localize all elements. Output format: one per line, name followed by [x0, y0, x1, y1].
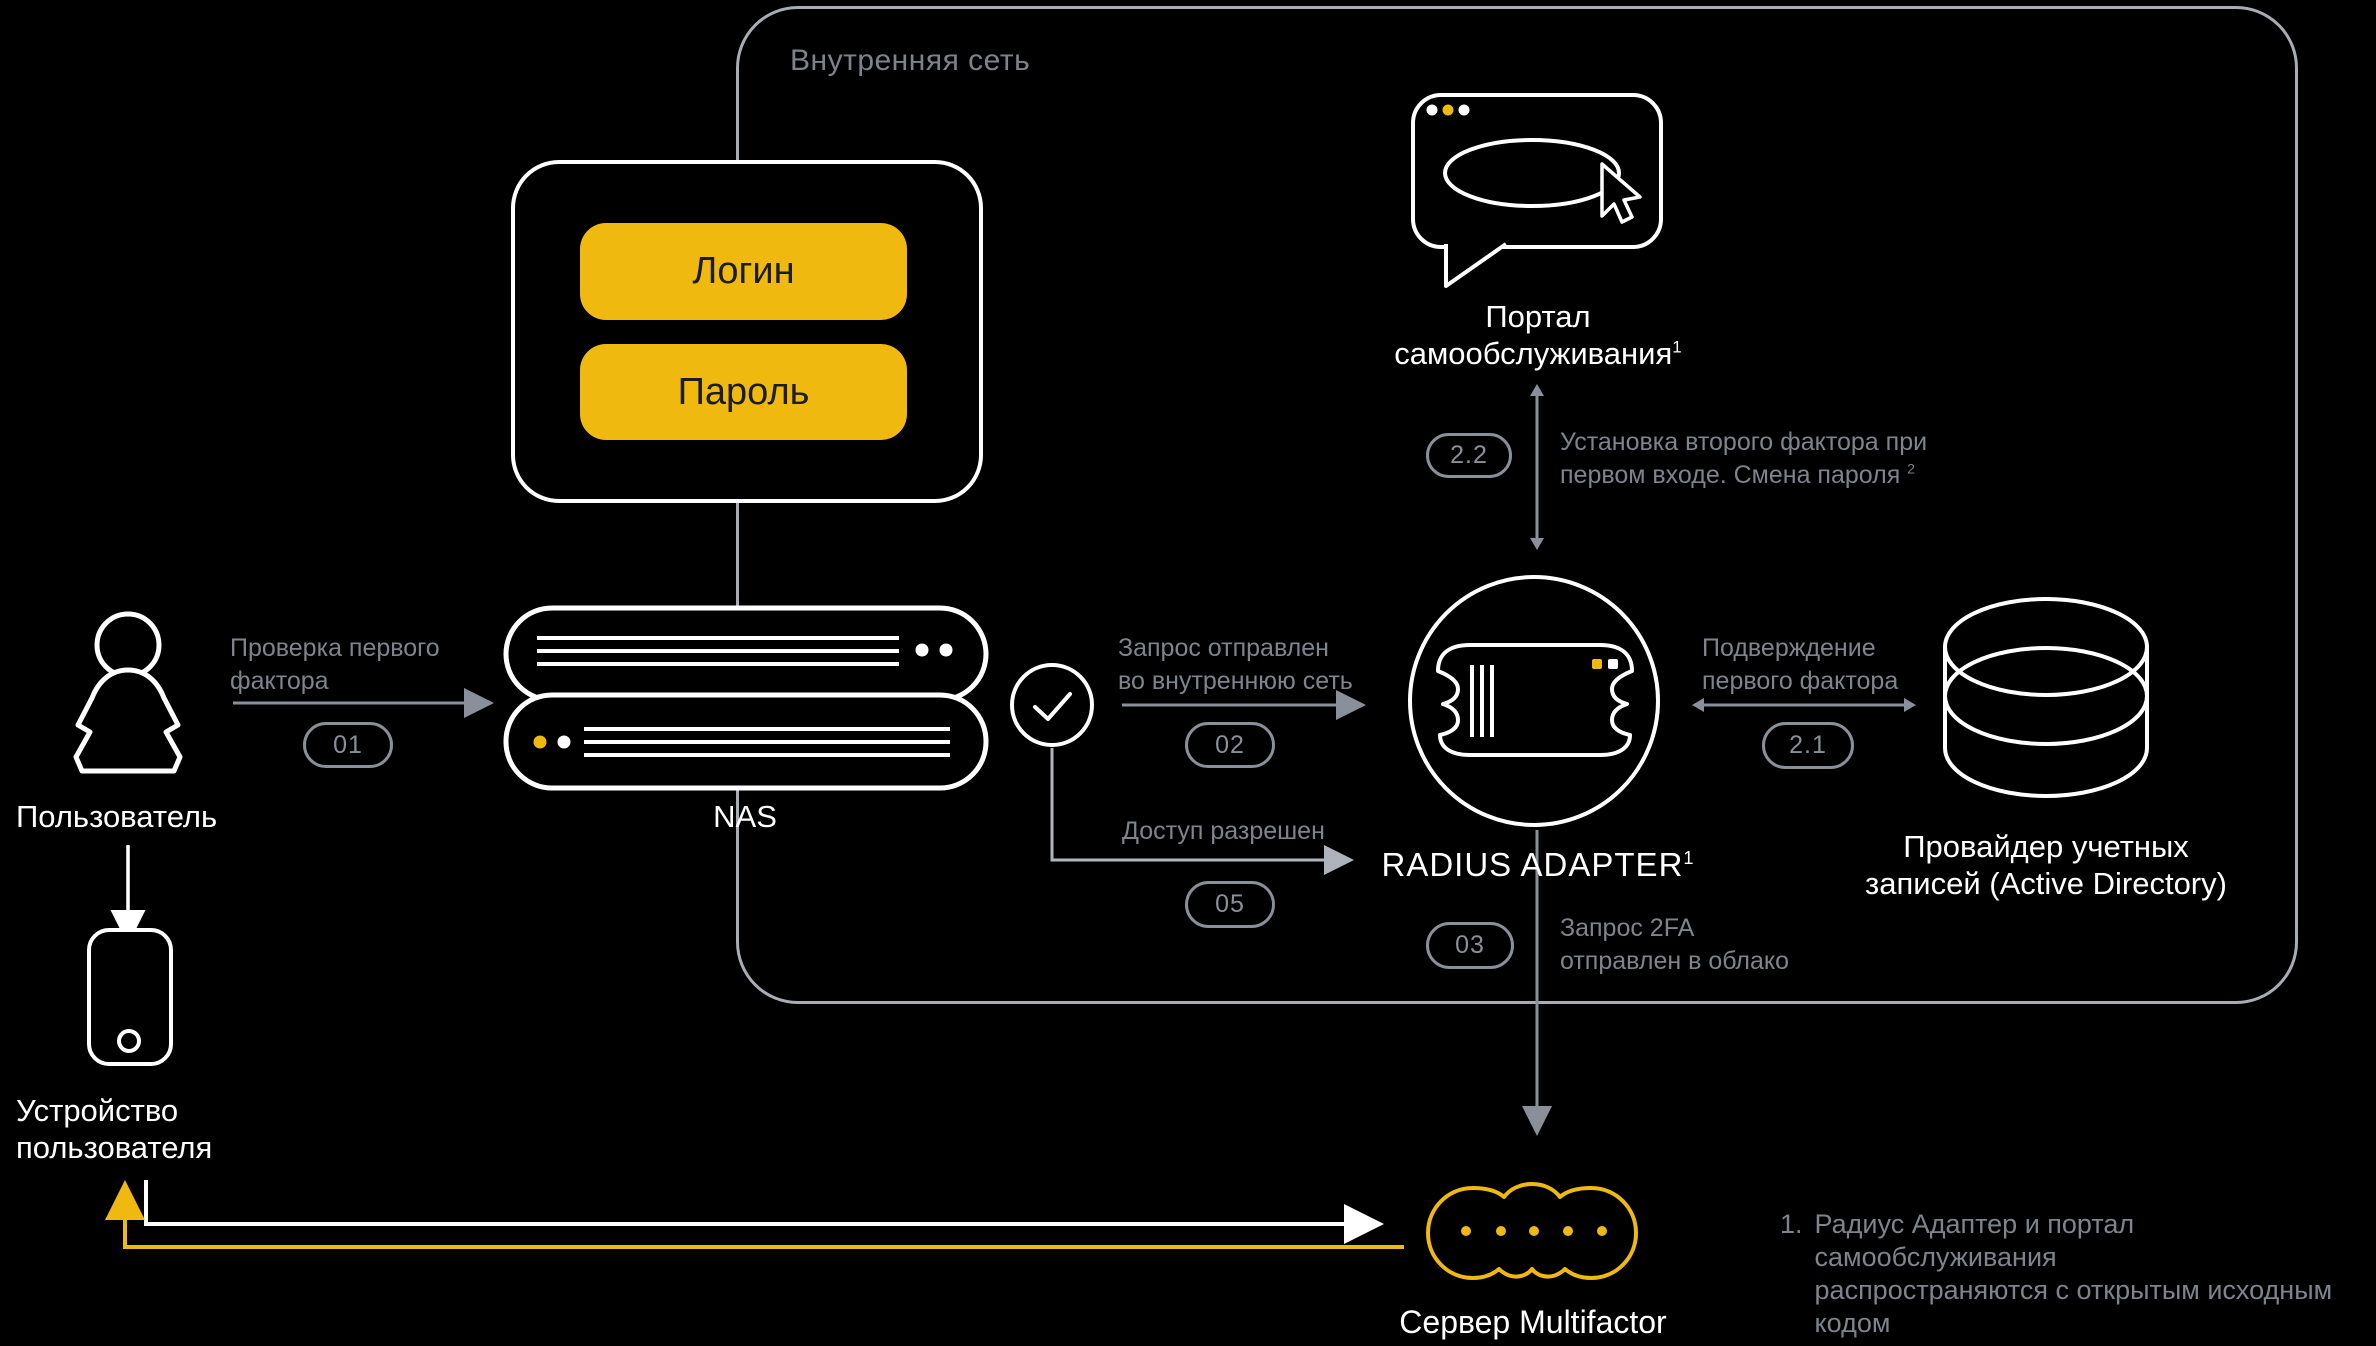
cloud-icon: [1426, 1182, 1638, 1280]
step-01-text: Проверка первого фактора: [230, 634, 440, 695]
login-button: Логин: [580, 223, 907, 320]
footnotes: 1. Радиус Адаптер и портал самообслужива…: [1780, 1208, 2340, 1346]
arrow-device-cloud: [144, 1180, 1384, 1244]
step-02-text: Запрос отправлен во внутреннюю сеть: [1118, 634, 1353, 695]
step-2-1-text: Подверждение первого фактора: [1702, 634, 1899, 695]
portal-browser-icon: [1411, 93, 1663, 288]
password-button: Пароль: [580, 344, 907, 440]
credentials-card: [511, 160, 983, 503]
arrow-22-down-head: [1530, 538, 1544, 550]
speech-tail: [1444, 242, 1508, 288]
arrow-21-right-head: [1904, 698, 1916, 712]
badge-2-1: 2.1: [1762, 722, 1854, 769]
nas-label: NAS: [713, 799, 777, 834]
cloud-label: Сервер Multifactor: [1399, 1304, 1667, 1340]
internal-network-boundary: [736, 6, 2298, 1004]
nas-icon: [503, 605, 989, 791]
database-icon: [1943, 597, 2149, 798]
user-icon: [73, 611, 183, 774]
ad-label: Провайдер учетных записей (Active Direct…: [1865, 829, 2227, 902]
smartphone-home-button: [117, 1029, 141, 1053]
portal-label: Портал самообслуживания1: [1394, 299, 1682, 372]
radius-adapter-icon: [1408, 575, 1660, 827]
arrow-cloud-device: [105, 1180, 1404, 1249]
radius-label: RADIUS ADAPTER1: [1381, 846, 1695, 883]
badge-2-2: 2.2: [1426, 433, 1512, 478]
cursor-icon: [1600, 162, 1642, 224]
badge-03: 03: [1426, 922, 1514, 969]
footnote-1-num: 1.: [1780, 1209, 1803, 1239]
footnote-1: 1. Радиус Адаптер и портал самообслужива…: [1780, 1209, 2333, 1338]
badge-05: 05: [1185, 881, 1275, 928]
user-label: Пользователь: [16, 799, 218, 834]
device-label: Устройство пользователя: [16, 1093, 213, 1166]
arrow-22-up-head: [1530, 384, 1544, 396]
smartphone-icon: [87, 928, 173, 1066]
badge-02: 02: [1185, 722, 1275, 768]
step-03-text: Запрос 2FA отправлен в облако: [1560, 914, 1790, 975]
arrow-05: [1050, 748, 1354, 875]
step-05-text: Доступ разрешен: [1122, 817, 1325, 845]
internal-network-label: Внутренняя сеть: [790, 44, 1031, 77]
step-2-2-text: Установка второго фактора при первом вхо…: [1560, 428, 1928, 489]
check-icon: [1010, 663, 1094, 747]
badge-01: 01: [303, 722, 393, 768]
arrow-21-left-head: [1692, 698, 1704, 712]
